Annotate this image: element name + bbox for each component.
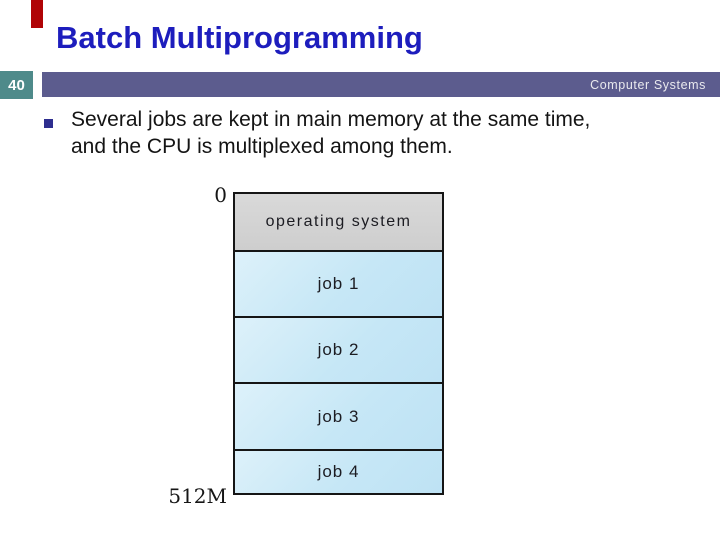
memory-section-os: operating system	[235, 194, 442, 250]
memory-section-label: operating system	[265, 213, 412, 230]
memory-diagram: operating system job 1 job 2 job 3 job 4	[233, 192, 444, 495]
memory-section-label: job 1	[317, 274, 360, 293]
course-label: Computer Systems	[590, 77, 706, 92]
red-accent-bar	[31, 0, 43, 28]
bullet-line-2: and the CPU is multiplexed among them.	[71, 135, 453, 158]
memory-section-label: job 4	[317, 462, 360, 481]
bullet-line-1: Several jobs are kept in main memory at …	[71, 108, 591, 131]
header-band: Computer Systems	[42, 72, 720, 97]
slide-title: Batch Multiprogramming	[56, 20, 423, 55]
memory-section-job3: job 3	[235, 382, 442, 449]
page-number-badge: 40	[0, 71, 33, 99]
bullet-text: Several jobs are kept in main memory at …	[71, 106, 691, 160]
memory-address-top: 0	[214, 183, 227, 207]
memory-section-job1: job 1	[235, 250, 442, 316]
memory-address-bottom: 512M	[168, 484, 227, 508]
bullet-square-icon	[44, 119, 53, 128]
memory-section-job4: job 4	[235, 449, 442, 493]
memory-section-job2: job 2	[235, 316, 442, 382]
memory-section-label: job 2	[317, 340, 360, 359]
memory-section-label: job 3	[317, 406, 360, 426]
page-number: 40	[8, 76, 25, 94]
